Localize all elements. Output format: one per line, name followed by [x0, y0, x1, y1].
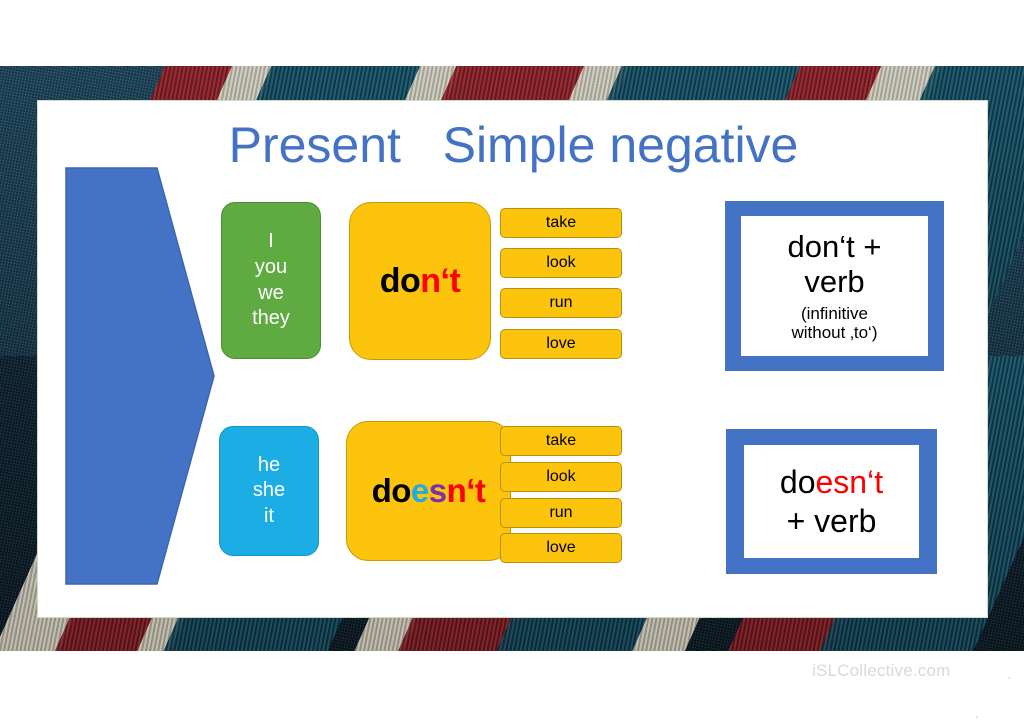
pronoun-item: it [264, 504, 274, 527]
verb-chip: love [500, 533, 622, 563]
page-title: Present Simple negative [228, 117, 799, 173]
rule-inner: doesn‘t + verb [744, 445, 919, 558]
pronoun-item: he [257, 453, 281, 476]
pronoun-item: they [252, 307, 290, 330]
verb-chip: look [500, 462, 622, 492]
pronoun-box-singular: he she it [219, 426, 319, 556]
verb-chip: love [500, 329, 622, 359]
rule-main-highlight: esn‘t [815, 464, 884, 501]
verb-chip: run [500, 498, 622, 528]
rule-frame-doesnt: doesn‘t + verb [726, 429, 937, 574]
rule-sub-text: (infinitive without ‚to‘) [791, 303, 878, 343]
verb-chip: run [500, 288, 622, 318]
watermark-dot-secondary: . [975, 706, 979, 721]
pronoun-item: we [258, 281, 284, 304]
verb-chip: take [500, 208, 622, 238]
rule-main-text: don‘t + verb [787, 228, 882, 300]
verb-chip: take [500, 426, 622, 456]
rule-inner: don‘t + verb (infinitive without ‚to‘) [741, 216, 928, 356]
content-card: Present Simple negative I you we they do… [37, 100, 988, 618]
aux-text-part: do [371, 472, 412, 509]
aux-text-part: n‘t [420, 261, 461, 300]
aux-text-part: e [410, 472, 429, 509]
verb-chip: look [500, 248, 622, 278]
pronoun-item: she [252, 479, 286, 502]
aux-text-part: n‘t [446, 472, 486, 509]
aux-text-part: s [428, 472, 447, 509]
pronoun-item: you [254, 255, 288, 278]
rule-main-second-line: + verb [786, 502, 877, 539]
watermark-islcollective: iSLCollective.com [812, 661, 951, 680]
pronoun-item: I [268, 230, 274, 253]
rule-main-text: doesn‘t [780, 463, 883, 501]
watermark-dot: . [1007, 664, 1012, 683]
rule-frame-dont: don‘t + verb (infinitive without ‚to‘) [725, 201, 944, 371]
pronoun-box-plural: I you we they [221, 202, 321, 359]
rule-main-prefix: do [779, 464, 816, 501]
aux-text-part: do [379, 261, 421, 300]
right-chevron-arrow-icon [65, 167, 215, 585]
